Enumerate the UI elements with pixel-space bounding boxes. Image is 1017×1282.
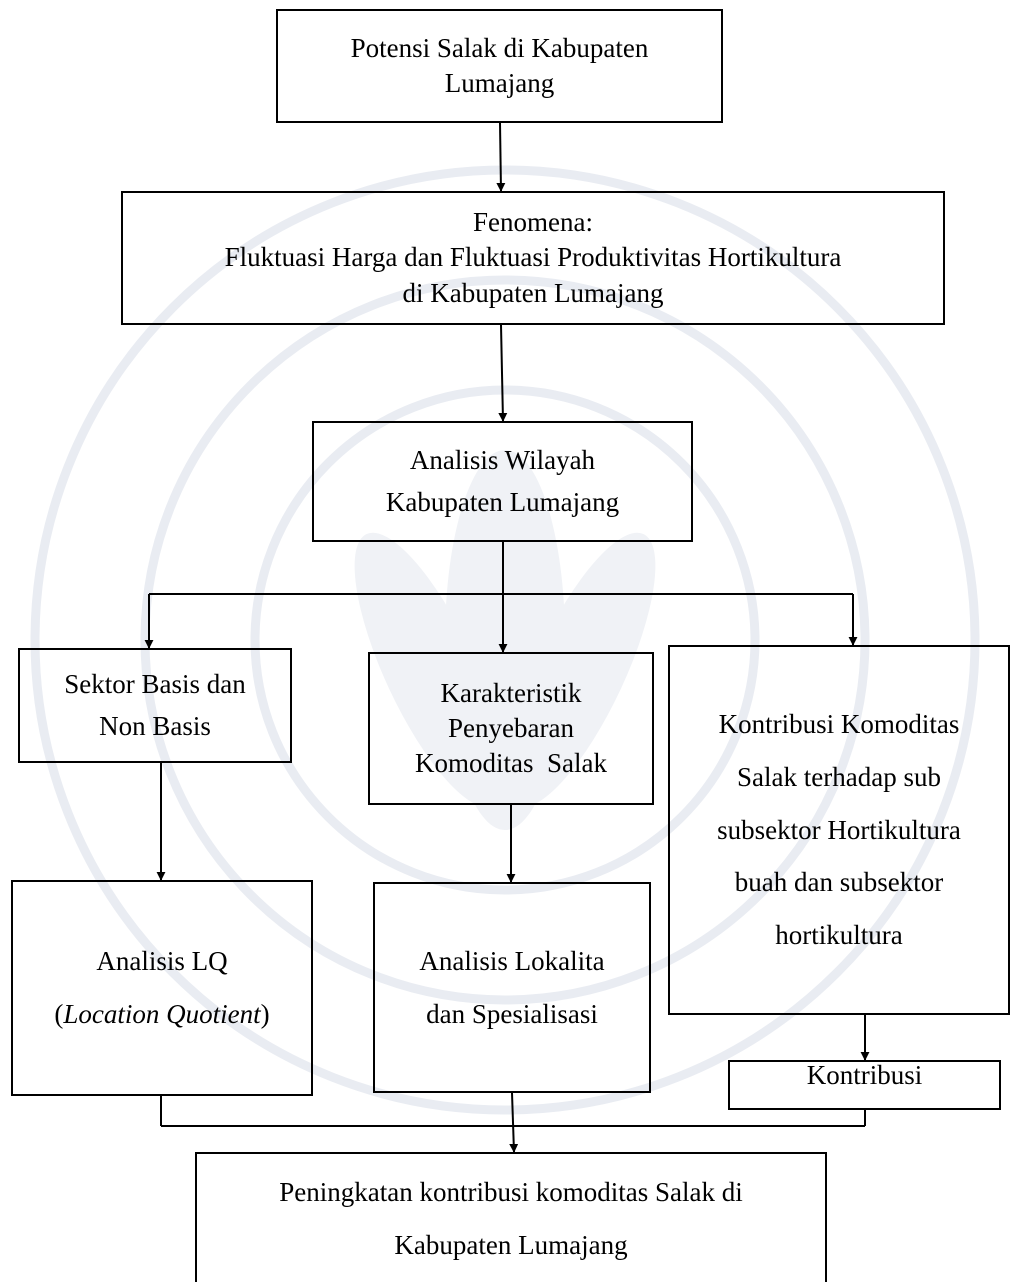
node-analisis-lokalita: Analisis Lokalita dan Spesialisasi bbox=[373, 882, 651, 1093]
node-analisis-lokalita-line-1: Analisis Lokalita bbox=[419, 945, 605, 976]
lq-italic-term: Location Quotient bbox=[63, 999, 261, 1029]
node-fenomena: Fenomena: Fluktuasi Harga dan Fluktuasi … bbox=[121, 191, 945, 325]
node-kontribusi-komoditas-line-3: subsektor Hortikultura bbox=[717, 814, 961, 845]
node-sektor-basis-line-1: Sektor Basis dan bbox=[64, 668, 246, 699]
node-analisis-lq-line-1: Analisis LQ bbox=[96, 946, 228, 977]
node-analisis-wilayah: Analisis Wilayah Kabupaten Lumajang bbox=[312, 421, 693, 542]
node-peningkatan-line-2: Kabupaten Lumajang bbox=[394, 1229, 628, 1260]
node-potensi: Potensi Salak di Kabupaten Lumajang bbox=[276, 9, 723, 123]
node-karakteristik-line-3: Komoditas Salak bbox=[415, 748, 607, 779]
node-karakteristik: Karakteristik Penyebaran Komoditas Salak bbox=[368, 652, 654, 805]
node-potensi-line-2: Lumajang bbox=[444, 68, 555, 98]
node-kontribusi-komoditas-line-1: Kontribusi Komoditas bbox=[718, 709, 960, 740]
node-fenomena-line-1: Fenomena: bbox=[473, 207, 593, 238]
node-analisis-lq-line-2: (Location Quotient) bbox=[54, 988, 269, 1041]
node-kontribusi-komoditas-line-5: hortikultura bbox=[775, 919, 903, 950]
node-analisis-lq: Analisis LQ (Location Quotient) bbox=[11, 880, 313, 1096]
node-kontribusi: Kontribusi bbox=[728, 1060, 1001, 1110]
node-sektor-basis-line-2: Non Basis bbox=[99, 710, 211, 741]
node-peningkatan: Peningkatan kontribusi komoditas Salak d… bbox=[195, 1152, 827, 1282]
node-karakteristik-line-1: Karakteristik bbox=[440, 677, 582, 708]
node-potensi-line-1: Potensi Salak di Kabupaten bbox=[350, 32, 649, 63]
node-analisis-wilayah-line-1: Analisis Wilayah bbox=[409, 444, 596, 475]
node-kontribusi-komoditas: Kontribusi Komoditas Salak terhadap sub … bbox=[668, 645, 1010, 1015]
lq-open-paren: ( bbox=[54, 999, 64, 1029]
lq-close-paren: ) bbox=[260, 999, 270, 1029]
node-analisis-lokalita-line-2: dan Spesialisasi bbox=[426, 998, 598, 1029]
node-kontribusi-komoditas-line-2: Salak terhadap sub bbox=[737, 762, 941, 793]
node-kontribusi-komoditas-line-4: buah dan subsektor bbox=[734, 867, 944, 898]
node-sektor-basis: Sektor Basis dan Non Basis bbox=[18, 648, 292, 763]
node-kontribusi-line-1: Kontribusi bbox=[806, 1060, 923, 1091]
edge-potensi-fenomena bbox=[496, 122, 506, 192]
node-analisis-wilayah-line-2: Kabupaten Lumajang bbox=[385, 486, 620, 517]
edge-lokalita-peningkatan bbox=[509, 1092, 519, 1153]
node-karakteristik-line-2: Penyebaran bbox=[448, 712, 574, 743]
node-fenomena-line-2: Fluktuasi Harga dan Fluktuasi Produktivi… bbox=[224, 242, 842, 273]
edge-fenomena-analisis-wilayah bbox=[498, 324, 508, 422]
node-peningkatan-line-1: Peningkatan kontribusi komoditas Salak d… bbox=[279, 1177, 743, 1207]
node-fenomena-line-3: di Kabupaten Lumajang bbox=[402, 277, 664, 308]
